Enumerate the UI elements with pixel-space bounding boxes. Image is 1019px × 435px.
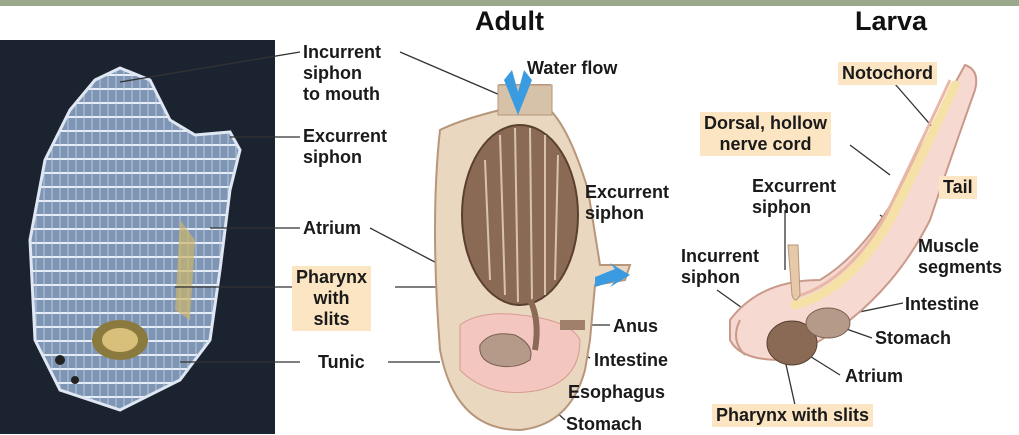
label-atrium: Atrium	[303, 218, 361, 238]
top-border	[0, 0, 1019, 6]
label-adult-excurrent-siphon: Excurrent siphon	[585, 182, 670, 223]
label-tunic: Tunic	[318, 352, 365, 372]
label-water-flow: Water flow	[527, 58, 618, 78]
label-dorsal-nerve-cord: Dorsal, hollow nerve cord	[700, 112, 832, 156]
label-larva-intestine: Intestine	[905, 294, 980, 314]
label-larva-incurrent-siphon: Incurrent siphon	[681, 246, 760, 287]
label-intestine: Intestine	[594, 350, 669, 370]
title-adult: Adult	[475, 6, 544, 36]
label-larva-stomach: Stomach	[875, 328, 952, 348]
label-larva-atrium: Atrium	[845, 366, 903, 386]
label-anus: Anus	[613, 316, 658, 336]
label-esophagus: Esophagus	[568, 382, 666, 402]
larva-drawing	[729, 63, 978, 366]
label-excurrent-siphon: Excurrent siphon	[303, 126, 388, 167]
label-larva-pharynx: Pharynx with slits	[712, 404, 874, 427]
label-incurrent-siphon: Incurrent siphon to mouth	[303, 42, 382, 104]
label-pharynx-with-slits: Pharynx with slits	[292, 266, 372, 331]
title-larva: Larva	[855, 6, 928, 36]
label-muscle-segments: Muscle segments	[918, 236, 1003, 277]
label-stomach: Stomach	[566, 414, 643, 434]
label-notochord: Notochord	[838, 62, 937, 85]
label-tail: Tail	[939, 176, 977, 199]
adult-tunicate-drawing	[434, 70, 632, 432]
tunicate-photo	[0, 40, 275, 434]
label-larva-excurrent-siphon: Excurrent siphon	[752, 176, 837, 217]
